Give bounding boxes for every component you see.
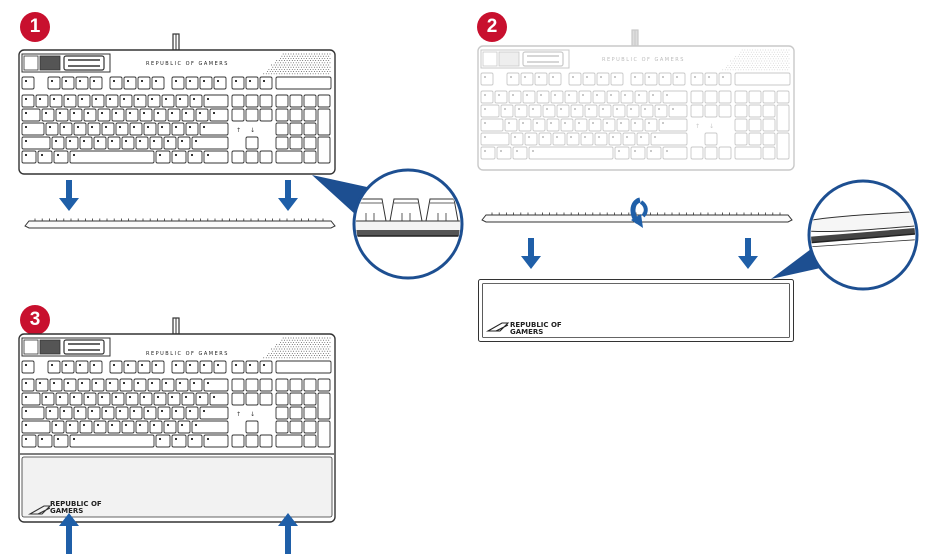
- step-1-badge: 1: [20, 12, 50, 42]
- up-arrow-left-icon: [59, 513, 79, 554]
- arrow-legend-up: ↑: [236, 411, 241, 418]
- step-1-panel: ↑↓ REPUBLIC OF GAMERS: [0, 0, 464, 290]
- step-3-keyboard: ↑↓: [18, 317, 336, 523]
- rog-logo-text-1: REPUBLIC OF GAMERS: [510, 322, 562, 336]
- step-2-badge: 2: [477, 12, 507, 42]
- arrow-legend-down: ↓: [250, 411, 255, 418]
- arrow-legend-up: ↑: [236, 127, 241, 134]
- rog-logo-text-3: REPUBLIC OF GAMERS: [50, 501, 102, 515]
- zoom-detail-circle-1: [312, 168, 464, 280]
- down-arrow-left-icon: [59, 180, 79, 211]
- rotate-icon: [630, 197, 648, 228]
- logo-line-2: GAMERS: [510, 328, 544, 336]
- keyboard-side-profile: [24, 218, 336, 229]
- step-3-badge: 3: [20, 305, 50, 335]
- step-1-keyboard: ↑↓: [18, 33, 336, 175]
- keyboard-brand-text-faded: REPUBLIC OF GAMERS: [602, 57, 685, 63]
- step-3-panel: ↑↓ REPUBLIC OF GAMERS REPUBLIC OF GAMERS: [0, 300, 462, 554]
- logo-line-1: REPUBLIC OF: [510, 321, 562, 329]
- zoom-detail-circle-2: [771, 179, 919, 291]
- arrow-legend-down: ↓: [709, 123, 714, 130]
- down-arrow-right-icon: [738, 238, 758, 269]
- up-arrow-right-icon: [278, 513, 298, 554]
- step-2-panel: ↑↓ REPUBLIC OF GAMERS REPUBLIC OF GAMERS: [462, 0, 925, 350]
- down-arrow-left-icon: [521, 238, 541, 269]
- keyboard-brand-text-3: REPUBLIC OF GAMERS: [146, 351, 229, 357]
- keyboard-brand-text: REPUBLIC OF GAMERS: [146, 61, 229, 67]
- wrist-rest: [478, 279, 794, 342]
- logo-line-2: GAMERS: [50, 507, 84, 515]
- rog-logo-icon: [27, 505, 52, 515]
- step-2-keyboard-faded: ↑↓: [477, 29, 795, 171]
- logo-line-1: REPUBLIC OF: [50, 500, 102, 508]
- arrow-legend-up: ↑: [695, 123, 700, 130]
- arrow-legend-down: ↓: [250, 127, 255, 134]
- down-arrow-right-icon: [278, 180, 298, 211]
